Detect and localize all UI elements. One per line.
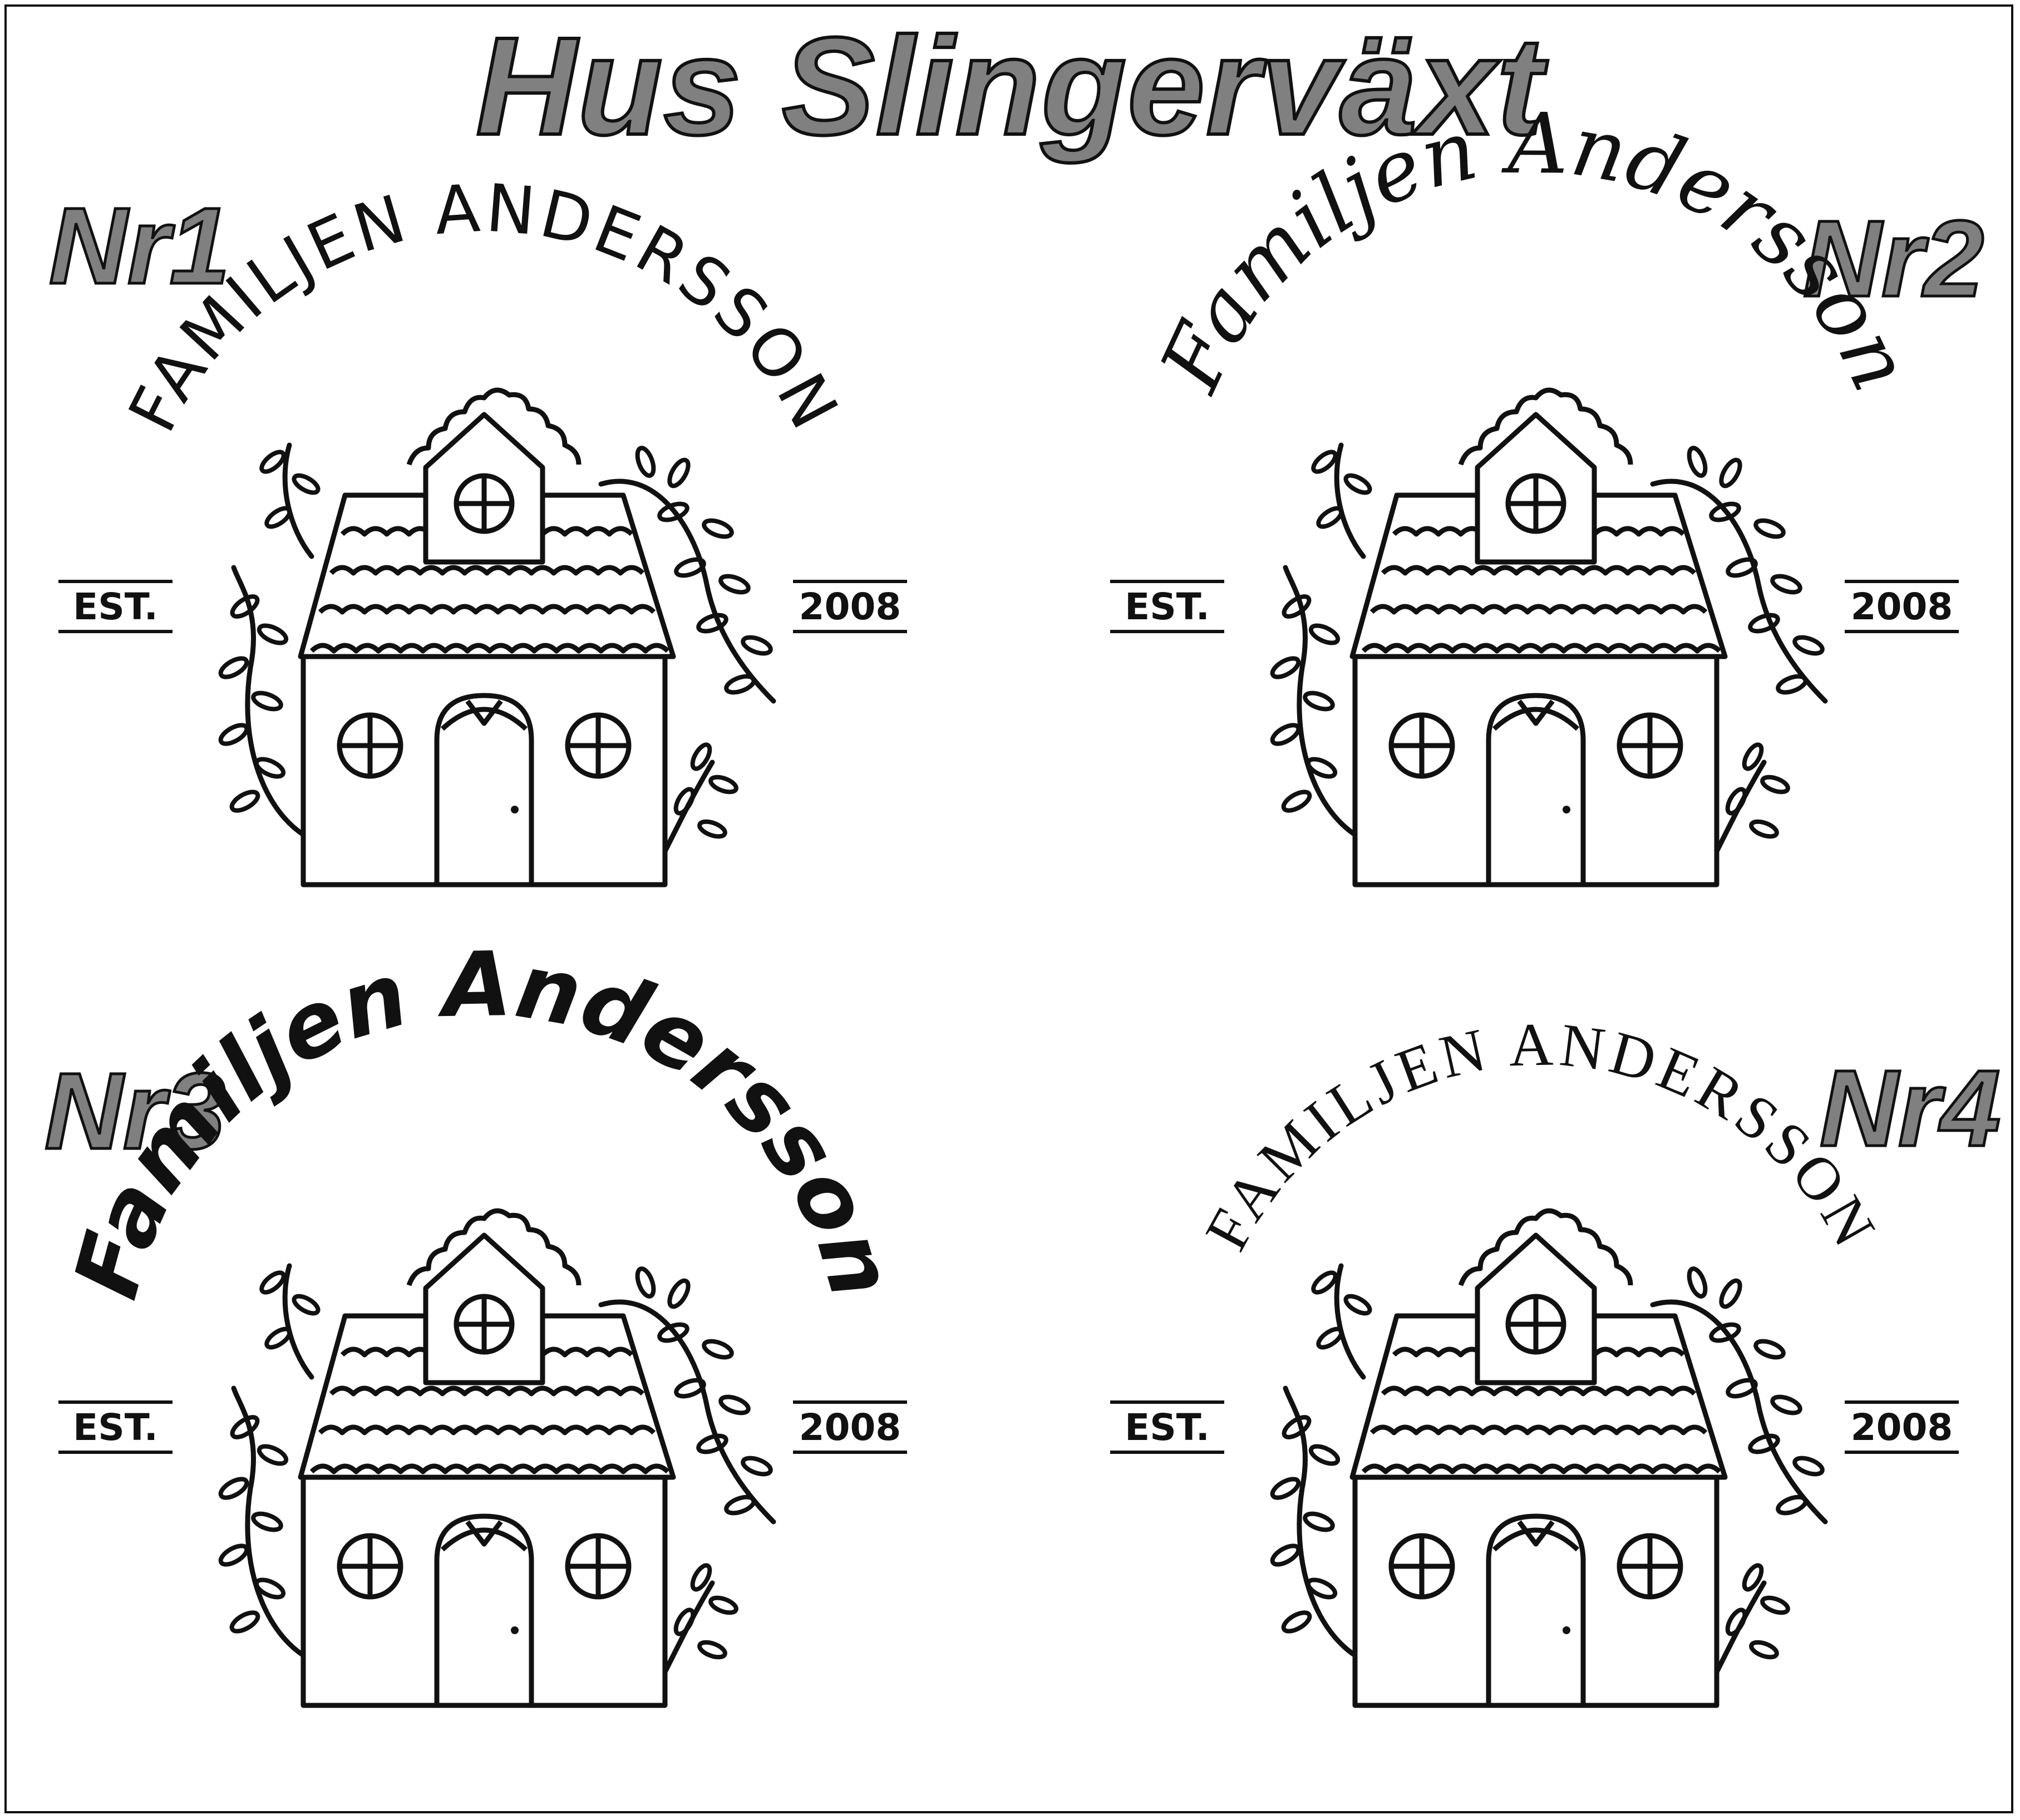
year-label: 2008 bbox=[1850, 1406, 1953, 1449]
family-name-arc: FAMILJEN ANDERSSON bbox=[114, 169, 854, 443]
design-2: Familjen Andersson EST. 2008 bbox=[1052, 0, 2020, 885]
design-number-4: Nr4 bbox=[1818, 1048, 2002, 1169]
year-label: 2008 bbox=[799, 1406, 901, 1449]
family-name-arc: Familjen Andersson bbox=[1141, 96, 1929, 406]
design-2-artwork: Familjen Andersson bbox=[1052, 96, 2020, 901]
est-label: EST. bbox=[73, 1406, 158, 1449]
est-label: EST. bbox=[1125, 585, 1210, 628]
family-name-arc: FAMILJEN ANDERSSON bbox=[1192, 1010, 1891, 1261]
design-4: FAMILJEN ANDERSSON EST. 2008 bbox=[1052, 821, 2020, 1705]
design-1: FAMILJEN ANDERSSON EST. 2008 bbox=[0, 0, 1010, 885]
page-title: Hus Slingerväxt bbox=[474, 8, 1545, 164]
est-label: EST. bbox=[73, 585, 158, 628]
year-label: 2008 bbox=[799, 585, 901, 628]
design-number-2: Nr2 bbox=[1801, 198, 1985, 319]
page-frame bbox=[4, 4, 2013, 1813]
design-number-1: Nr1 bbox=[47, 185, 231, 307]
design-3: Familjen Andersson EST. 2008 bbox=[0, 821, 1010, 1705]
design-1-artwork: FAMILJEN ANDERSSON bbox=[0, 169, 1010, 901]
design-number-3: Nr3 bbox=[43, 1050, 226, 1172]
design-3-artwork: Familjen Andersson bbox=[54, 932, 915, 1722]
est-label: EST. bbox=[1125, 1406, 1210, 1449]
design-4-artwork: FAMILJEN ANDERSSON bbox=[1052, 1010, 2020, 1722]
year-label: 2008 bbox=[1850, 585, 1953, 628]
